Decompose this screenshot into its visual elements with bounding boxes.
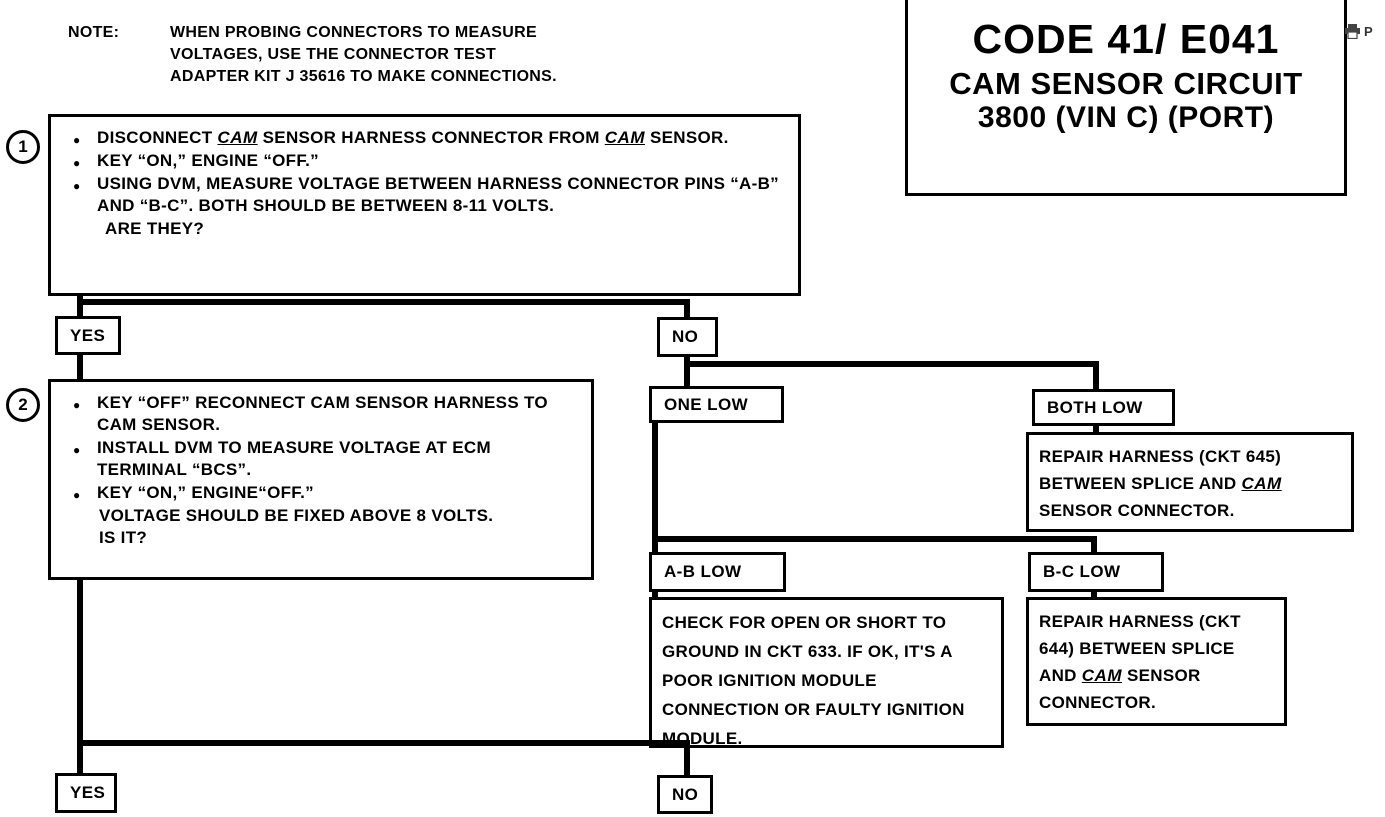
circuit-title: CAM SENSOR CIRCUIT <box>949 66 1303 101</box>
connector-step2-yes2 <box>77 578 83 775</box>
step1-item-2: KEY “ON,” ENGINE “OFF.” <box>71 150 786 174</box>
engine-subtitle: 3800 (VIN C) (PORT) <box>977 101 1275 134</box>
cam-emphasis: CAM <box>1081 666 1122 685</box>
one-low-branch: ONE LOW <box>649 386 784 423</box>
cam-emphasis: CAM <box>1241 474 1282 493</box>
connector-step2-horizontal <box>77 740 690 746</box>
both-low-branch: BOTH LOW <box>1032 389 1175 426</box>
text-run: SENSOR CONNECTOR. <box>1039 501 1235 520</box>
code-title: CODE 41/ E041 <box>972 16 1280 62</box>
connector-step1-no <box>684 299 690 318</box>
step2-item-2: INSTALL DVM TO MEASURE VOLTAGE AT ECM TE… <box>71 437 579 481</box>
step1-question: ARE THEY? <box>105 219 205 238</box>
printer-icon <box>1345 24 1360 39</box>
print-label: P <box>1364 24 1373 39</box>
connector-no1-bothlow <box>1093 361 1099 390</box>
note-label: NOTE: <box>68 24 120 41</box>
note-line: WHEN PROBING CONNECTORS TO MEASURE <box>170 24 537 41</box>
note-block: NOTE: WHEN PROBING CONNECTORS TO MEASURE… <box>68 22 557 88</box>
check-ckt633-box: CHECK FOR OPEN OR SHORT TO GROUND IN CKT… <box>649 597 1004 748</box>
ab-low-branch: A-B LOW <box>649 552 786 592</box>
title-box: CODE 41/ E041 CAM SENSOR CIRCUIT 3800 (V… <box>905 0 1347 196</box>
print-button[interactable]: P <box>1344 24 1373 39</box>
connector-no1-onelow <box>684 356 690 387</box>
text-run: SENSOR HARNESS CONNECTOR FROM <box>257 128 605 147</box>
yes-branch-1: YES <box>55 316 121 355</box>
text-run: DISCONNECT <box>97 128 218 147</box>
step2-question: IS IT? <box>99 528 148 547</box>
connector-ablow-result <box>652 590 658 599</box>
step2-item-1: KEY “OFF” RECONNECT CAM SENSOR HARNESS T… <box>71 392 579 436</box>
note-line: VOLTAGES, USE THE CONNECTOR TEST <box>170 46 497 63</box>
connector-bclow-result <box>1091 590 1097 599</box>
yes-branch-2: YES <box>55 773 117 813</box>
connector-bothlow-result <box>1093 424 1099 434</box>
step2-box: KEY “OFF” RECONNECT CAM SENSOR HARNESS T… <box>48 379 594 580</box>
connector-onelow-ablow <box>652 421 658 554</box>
text-run: REPAIR HARNESS (CKT 644) BETWEEN SPLICE … <box>1039 612 1241 685</box>
step1-item-3: USING DVM, MEASURE VOLTAGE BETWEEN HARNE… <box>71 173 786 217</box>
text-run: SENSOR. <box>644 128 729 147</box>
no-branch-2: NO <box>657 775 713 814</box>
cam-emphasis: CAM <box>217 128 258 147</box>
connector-onelow-horizontal <box>652 536 1097 542</box>
step-2-number: 2 <box>6 388 40 422</box>
repair-ckt644-box: REPAIR HARNESS (CKT 644) BETWEEN SPLICE … <box>1026 597 1287 726</box>
connector-step1-horizontal <box>77 299 690 305</box>
repair-ckt645-box: REPAIR HARNESS (CKT 645) BETWEEN SPLICE … <box>1026 432 1354 532</box>
step1-box: DISCONNECT CAM SENSOR HARNESS CONNECTOR … <box>48 114 801 296</box>
note-line: ADAPTER KIT J 35616 TO MAKE CONNECTIONS. <box>170 68 557 85</box>
step2-item-3: KEY “ON,” ENGINE“OFF.” <box>71 482 579 506</box>
connector-step1-yes <box>77 295 83 318</box>
text-run: REPAIR HARNESS (CKT 645) BETWEEN SPLICE … <box>1039 447 1282 493</box>
step2-item-3-line2: VOLTAGE SHOULD BE FIXED ABOVE 8 VOLTS. <box>99 506 494 525</box>
no-branch-1: NO <box>657 317 718 357</box>
text-run: SENSOR CONNECTOR. <box>1039 666 1201 712</box>
connector-no1-horizontal <box>684 361 1099 367</box>
cam-emphasis: CAM <box>604 128 645 147</box>
connector-step2-no2 <box>684 740 690 777</box>
bc-low-branch: B-C LOW <box>1028 552 1164 592</box>
step1-item-1: DISCONNECT CAM SENSOR HARNESS CONNECTOR … <box>71 127 786 151</box>
step-1-number: 1 <box>6 130 40 164</box>
note-text: WHEN PROBING CONNECTORS TO MEASURE VOLTA… <box>170 22 557 88</box>
connector-yes1-step2 <box>77 354 83 380</box>
connector-onelow-bclow <box>1091 536 1097 554</box>
